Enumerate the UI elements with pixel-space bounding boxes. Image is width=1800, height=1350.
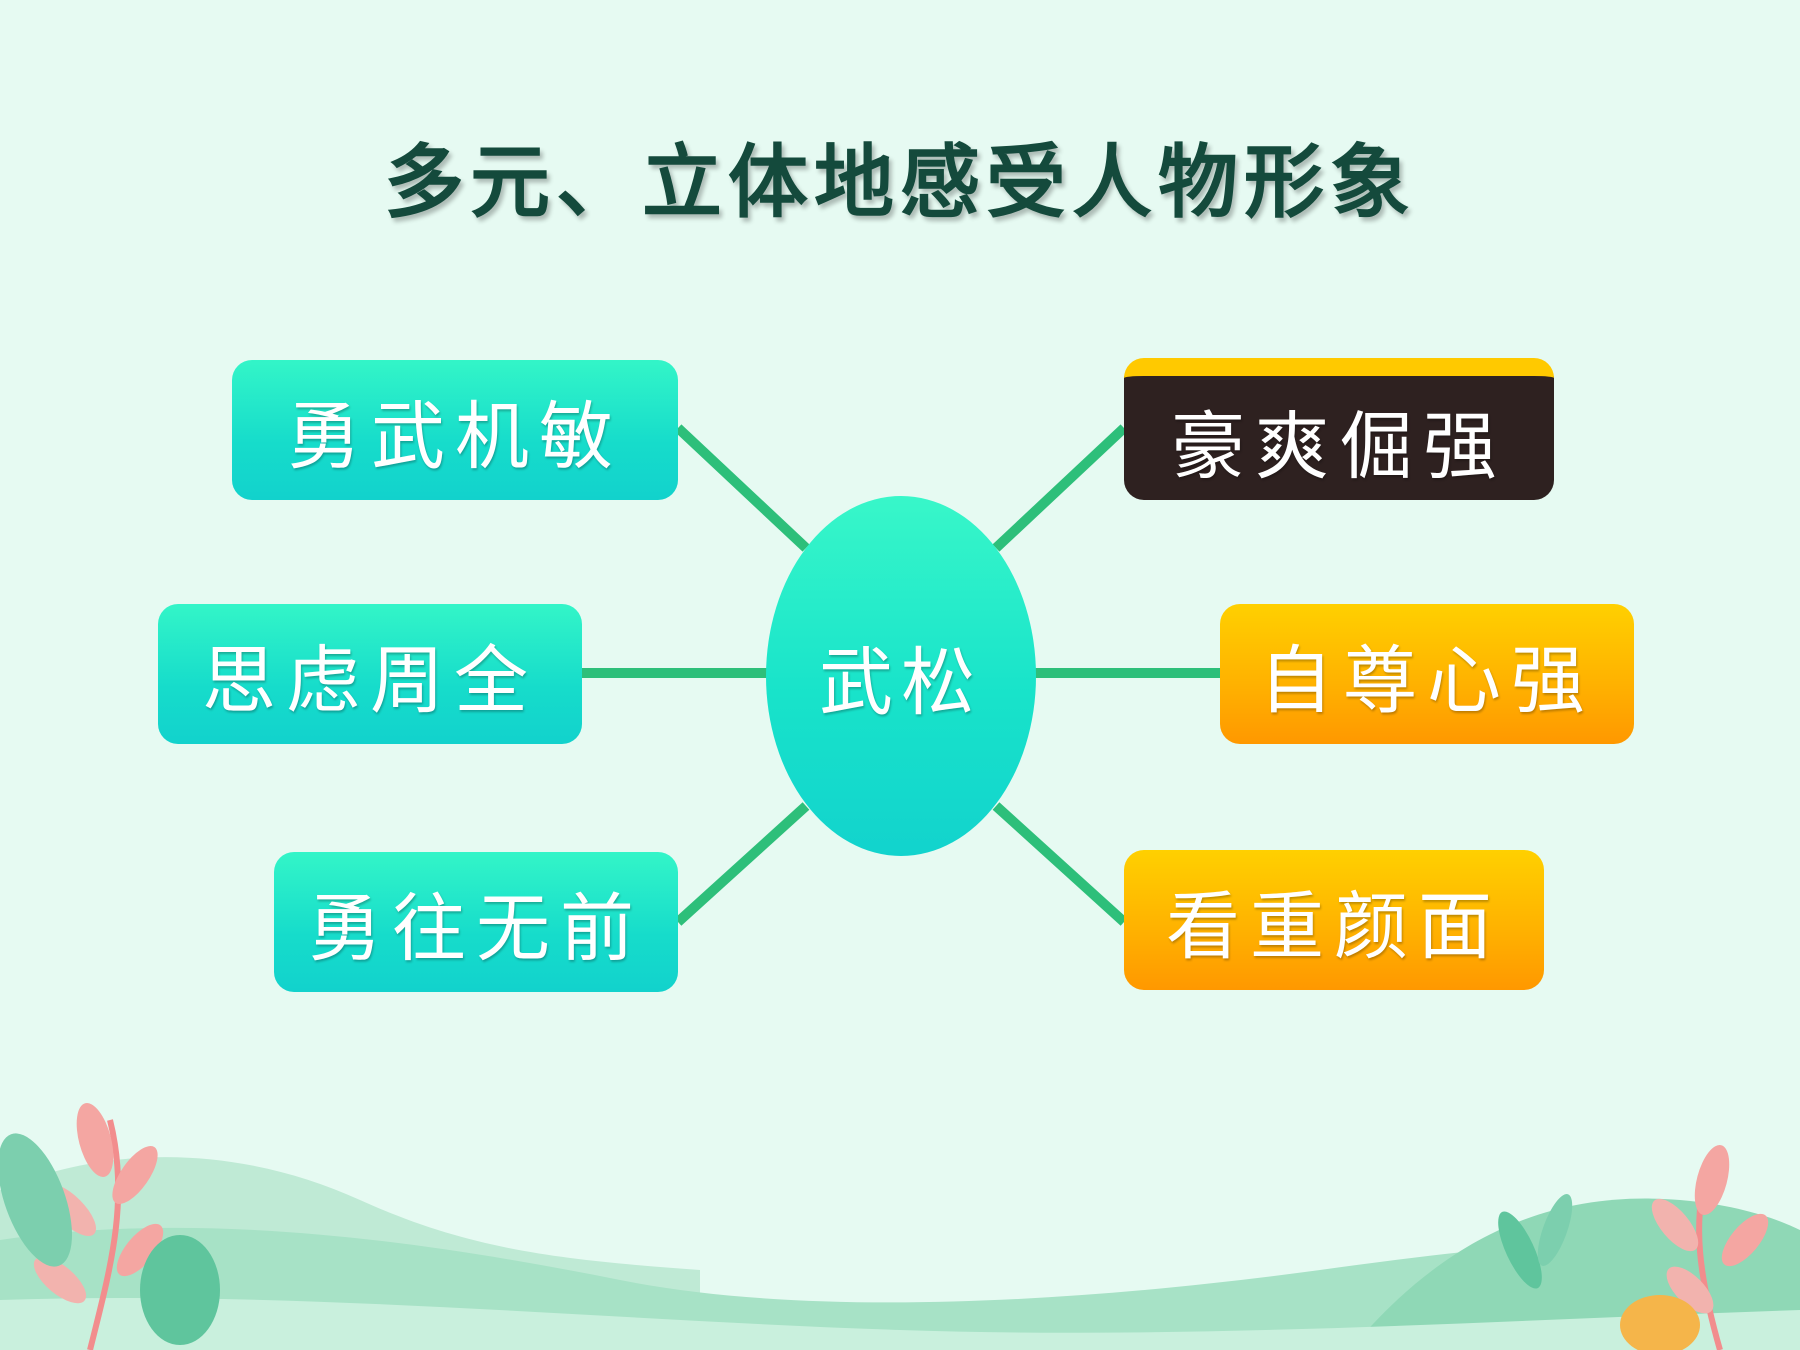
connector-bottom-right — [992, 802, 1128, 926]
connector-bottom-left — [674, 802, 810, 926]
node-left-1: 勇武机敏 — [232, 360, 678, 500]
node-right-2: 自尊心强 — [1220, 604, 1634, 744]
page-title: 多元、立体地感受人物形象 — [384, 135, 1416, 229]
node-left-3: 勇往无前 — [274, 852, 678, 992]
leaf-decoration-icon — [0, 1103, 1769, 1350]
node-left-2: 思虑周全 — [158, 604, 582, 744]
connector-top-right — [992, 424, 1128, 552]
node-right-3: 看重颜面 — [1124, 850, 1544, 990]
connector-top-left — [674, 424, 810, 552]
node-right-1: 豪爽倔强 — [1124, 358, 1554, 500]
center-node: 武松 — [766, 496, 1036, 856]
